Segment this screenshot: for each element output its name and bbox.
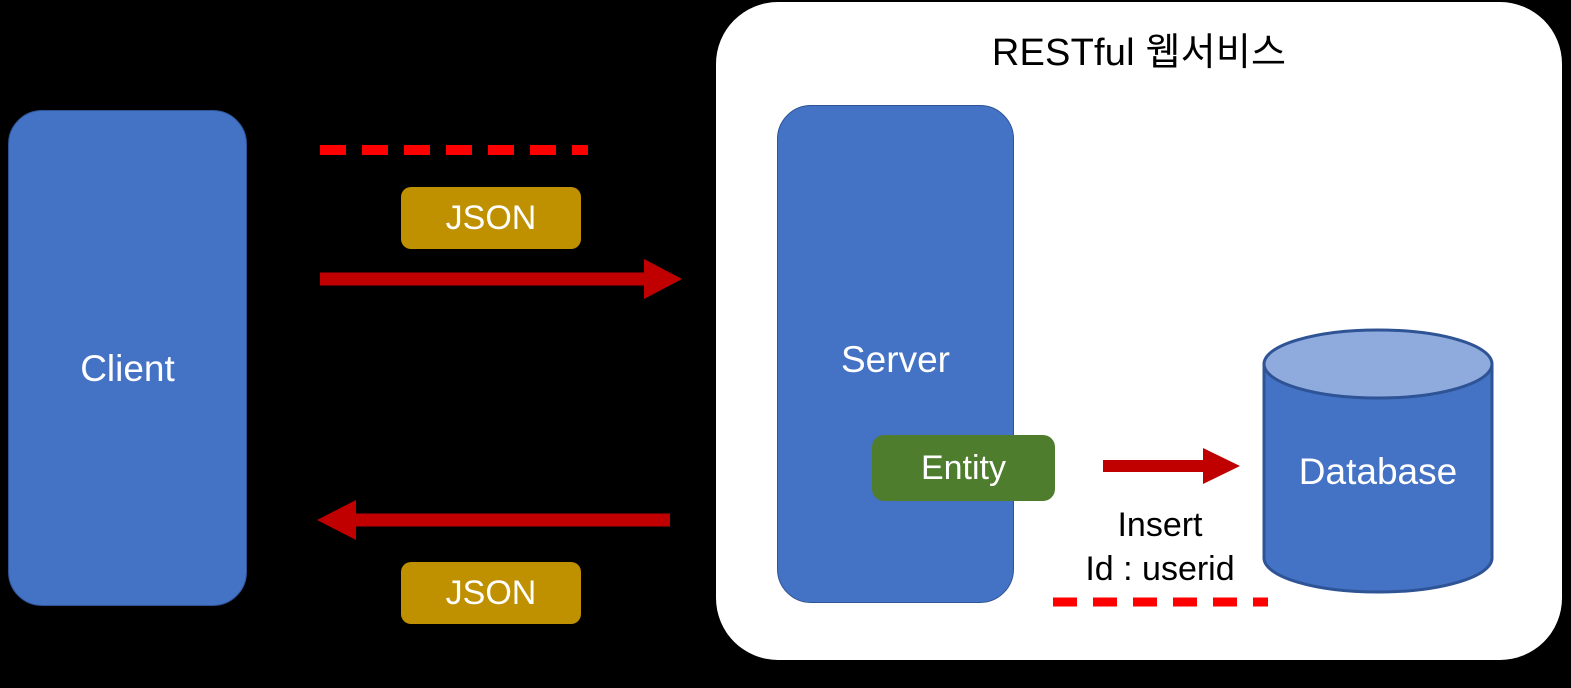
json-chip-response[interactable]: JSON <box>401 562 581 624</box>
json-chip-request[interactable]: JSON <box>401 187 581 249</box>
client-node[interactable]: Client <box>8 110 247 606</box>
request-arrow-connector <box>320 259 682 299</box>
client-node-label: Client <box>80 348 175 389</box>
entity-node[interactable]: Entity <box>872 435 1055 501</box>
insert-annotation: Insert Id : userid <box>1040 503 1280 591</box>
server-node[interactable]: Server <box>777 105 1014 603</box>
server-node-label: Server <box>841 339 950 380</box>
database-node-label: Database <box>1298 451 1458 492</box>
database-node[interactable] <box>1262 328 1494 594</box>
insert-annotation-line-1: Insert <box>1117 506 1203 544</box>
insert-annotation-line-2: Id : userid <box>1085 550 1235 588</box>
response-arrow-connector <box>317 500 670 540</box>
panel-title: RESTful 웹서비스 <box>991 32 1287 74</box>
